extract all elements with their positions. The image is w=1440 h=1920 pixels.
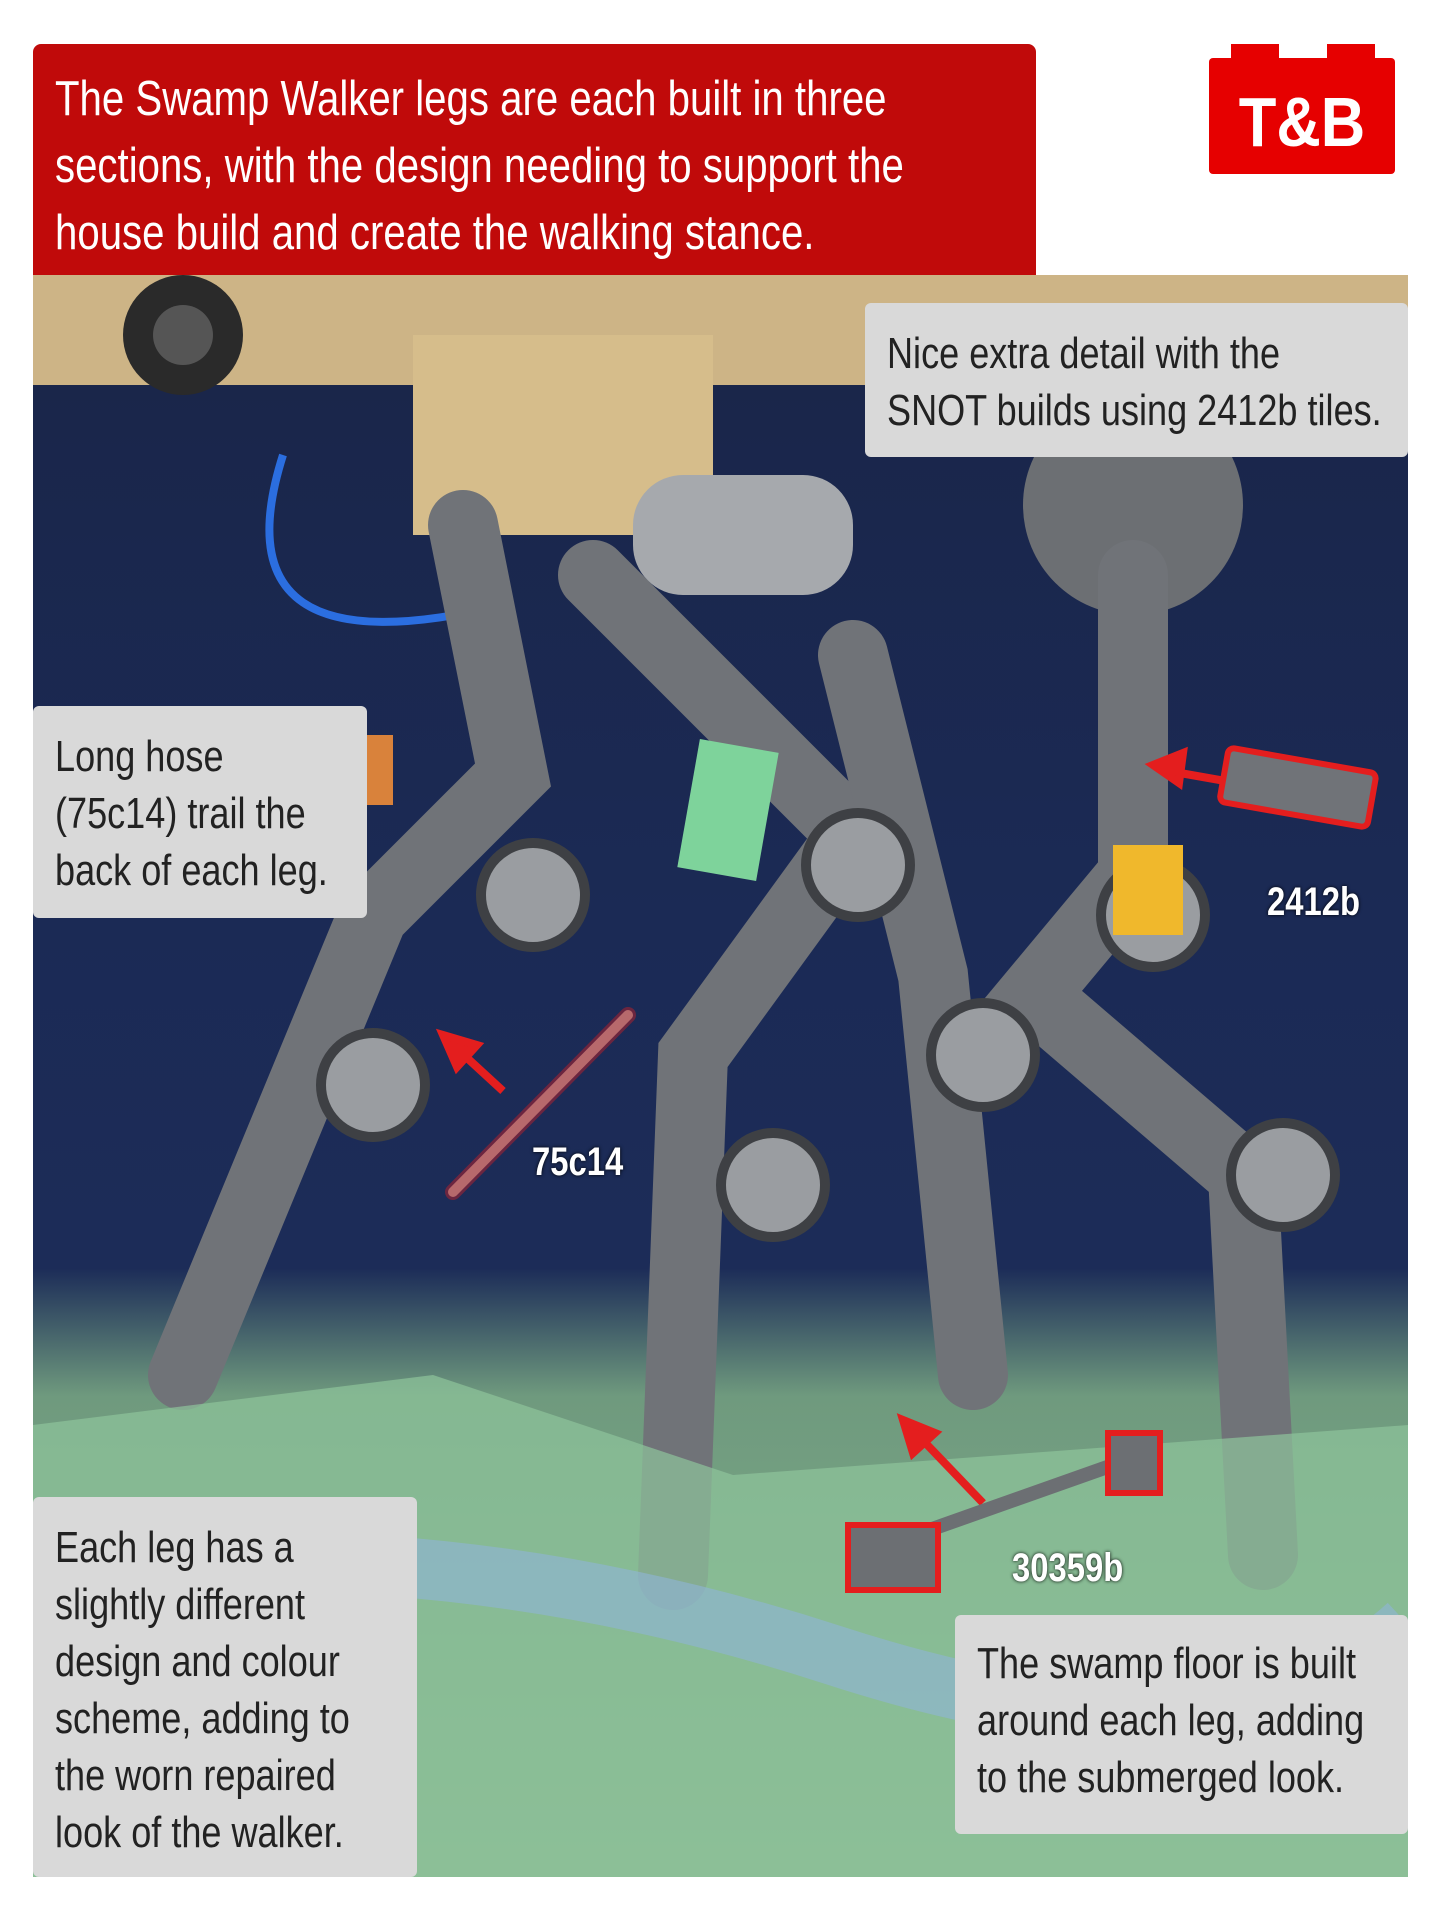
headline-banner: The Swamp Walker legs are each built in …	[33, 44, 1036, 283]
headline-line: The Swamp Walker legs are each built in …	[55, 72, 887, 126]
headline-line: sections, with the design needing to sup…	[55, 139, 904, 193]
part-label-2412b: 2412b	[1267, 880, 1361, 924]
brand-logo: T&B	[1209, 44, 1395, 174]
svg-text:T&B: T&B	[1239, 82, 1366, 161]
part-label-75c14: 75c14	[532, 1140, 624, 1184]
part-label-30359b: 30359b	[1012, 1546, 1124, 1590]
headline-line: house build and create the walking stanc…	[55, 206, 815, 260]
